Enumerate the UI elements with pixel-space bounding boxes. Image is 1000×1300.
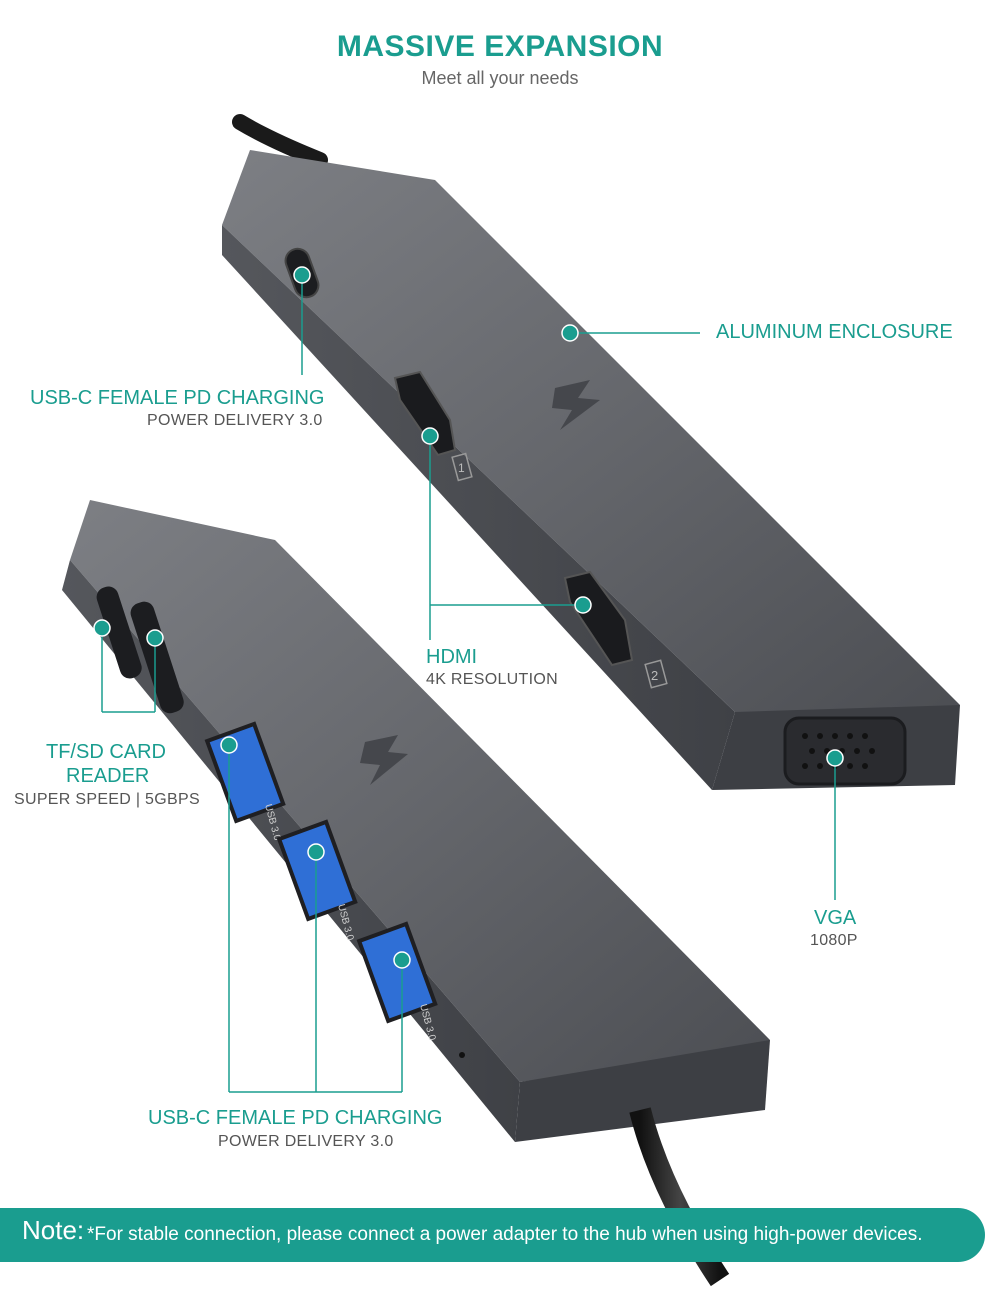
- note-banner: [0, 1208, 985, 1262]
- hdmi-sublabel: 4K RESOLUTION: [426, 671, 558, 688]
- card-reader-label-line2: READER: [66, 765, 150, 787]
- note-label: Note:: [22, 1215, 85, 1245]
- card-reader-sublabel: SUPER SPEED | 5GBPS: [14, 791, 200, 808]
- aluminum-enclosure-label: ALUMINUM ENCLOSURE: [716, 321, 953, 343]
- page-title: MASSIVE EXPANSION: [336, 30, 664, 63]
- bottom-hub-top-face: [70, 500, 770, 1082]
- bottom-hub: USB 3.0 USB 3.0 USB 3.0: [62, 500, 770, 1287]
- vga-label: VGA: [814, 907, 857, 929]
- usbc-top-sublabel: POWER DELIVERY 3.0: [147, 412, 323, 429]
- usbc-top-label: USB-C FEMALE PD CHARGING: [30, 387, 325, 409]
- callout-dots: [93, 266, 844, 969]
- hdmi-port-2: [563, 570, 634, 667]
- hdmi-label: HDMI: [426, 646, 478, 668]
- top-hub-logo: [552, 380, 600, 430]
- hdmi-1-number: 1: [458, 461, 465, 475]
- tf-card-slot: [96, 586, 142, 679]
- page-subtitle: Meet all your needs: [421, 68, 579, 88]
- status-led: [459, 1052, 465, 1058]
- sd-card-slot: [130, 601, 184, 714]
- top-cable: [232, 114, 328, 168]
- hdmi-2-marker: [644, 659, 668, 689]
- top-hub: 1 2: [222, 114, 960, 790]
- hdmi-1-marker: [451, 452, 473, 482]
- usbc-bottom-sublabel: POWER DELIVERY 3.0: [218, 1133, 394, 1150]
- hdmi-port-1: [393, 370, 457, 457]
- vga-sublabel: 1080P: [810, 932, 858, 949]
- top-hub-top-face: [222, 150, 960, 715]
- card-reader-label-line1: TF/SD CARD: [46, 741, 166, 763]
- note-text: *For stable connection, please connect a…: [87, 1224, 923, 1245]
- bottom-hub-logo: [360, 735, 408, 785]
- hdmi-2-number: 2: [651, 668, 658, 683]
- usbc-bottom-label: USB-C FEMALE PD CHARGING: [148, 1107, 443, 1129]
- callout-lines: [101, 275, 836, 1093]
- vga-pins: [802, 733, 875, 769]
- bottom-hub-end-face: [515, 1040, 770, 1142]
